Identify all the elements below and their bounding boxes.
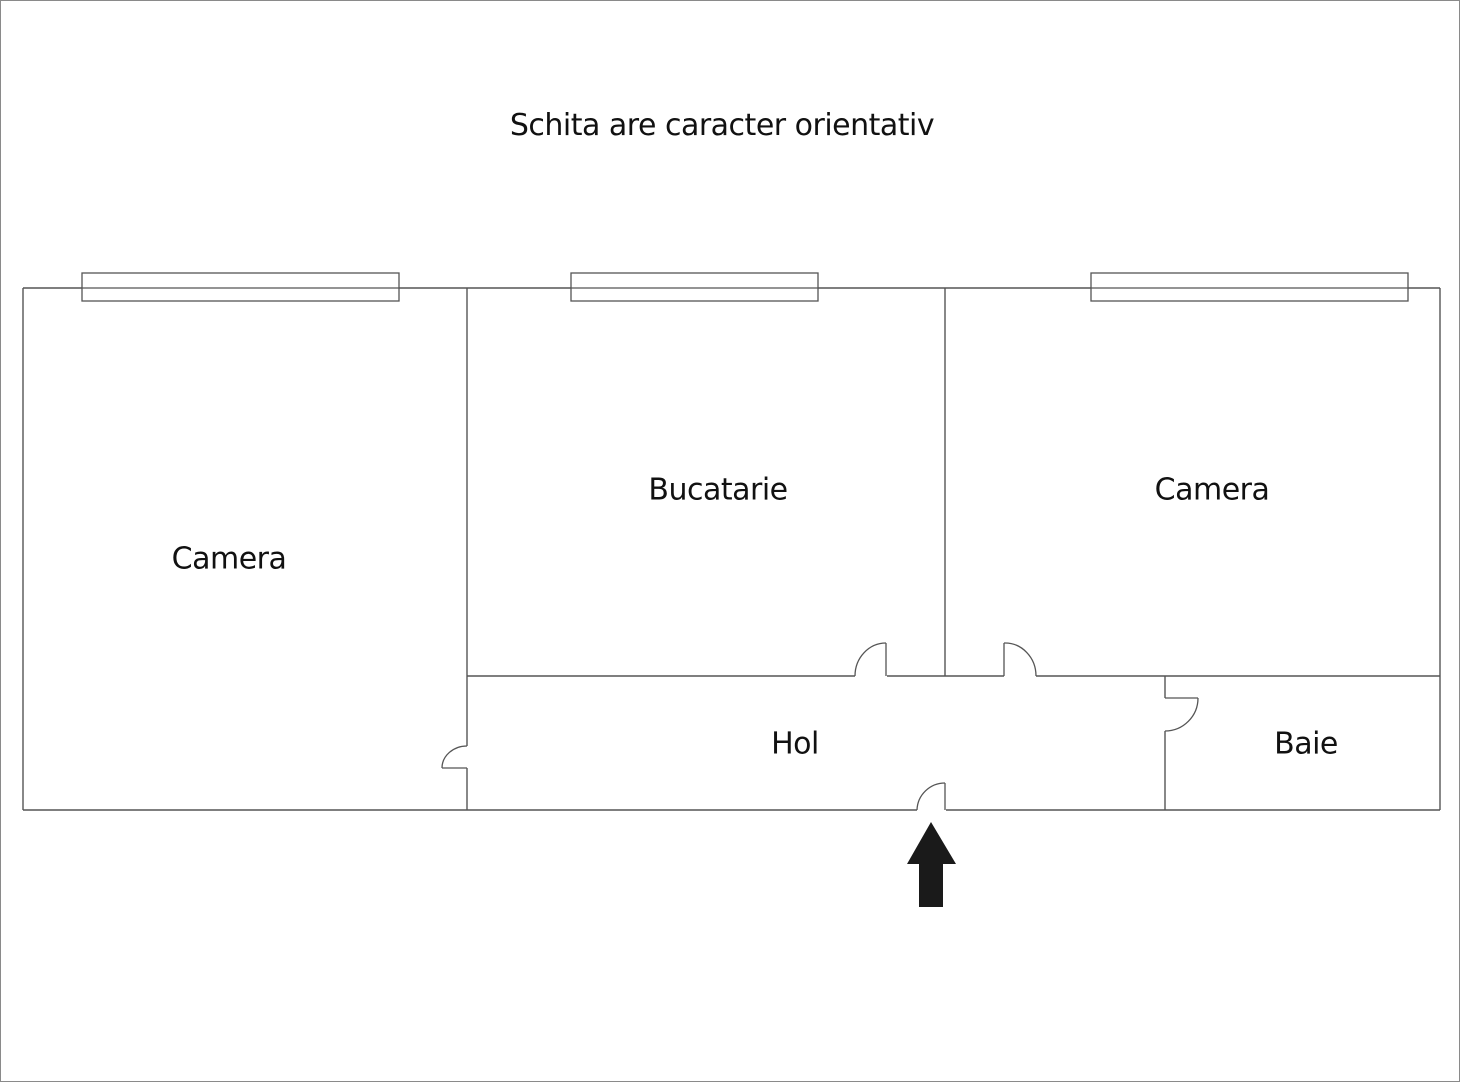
window-bucatarie [570,272,819,302]
arrow-up-icon [907,822,956,907]
window-camera-right [1090,272,1409,302]
room-label-camera-left: Camera [171,541,287,577]
door-camera-left [441,745,468,769]
room-label-camera-right: Camera [1154,472,1270,508]
door-camera-right [1003,642,1037,677]
room-label-hol: Hol [771,726,819,762]
door-bucatarie [854,642,887,677]
room-label-baie: Baie [1274,726,1338,762]
page-title: Schita are caracter orientativ [509,108,935,143]
room-label-bucatarie: Bucatarie [648,472,788,508]
door-entrance [916,782,946,811]
door-baie [1164,697,1199,732]
window-camera-left [81,272,400,302]
